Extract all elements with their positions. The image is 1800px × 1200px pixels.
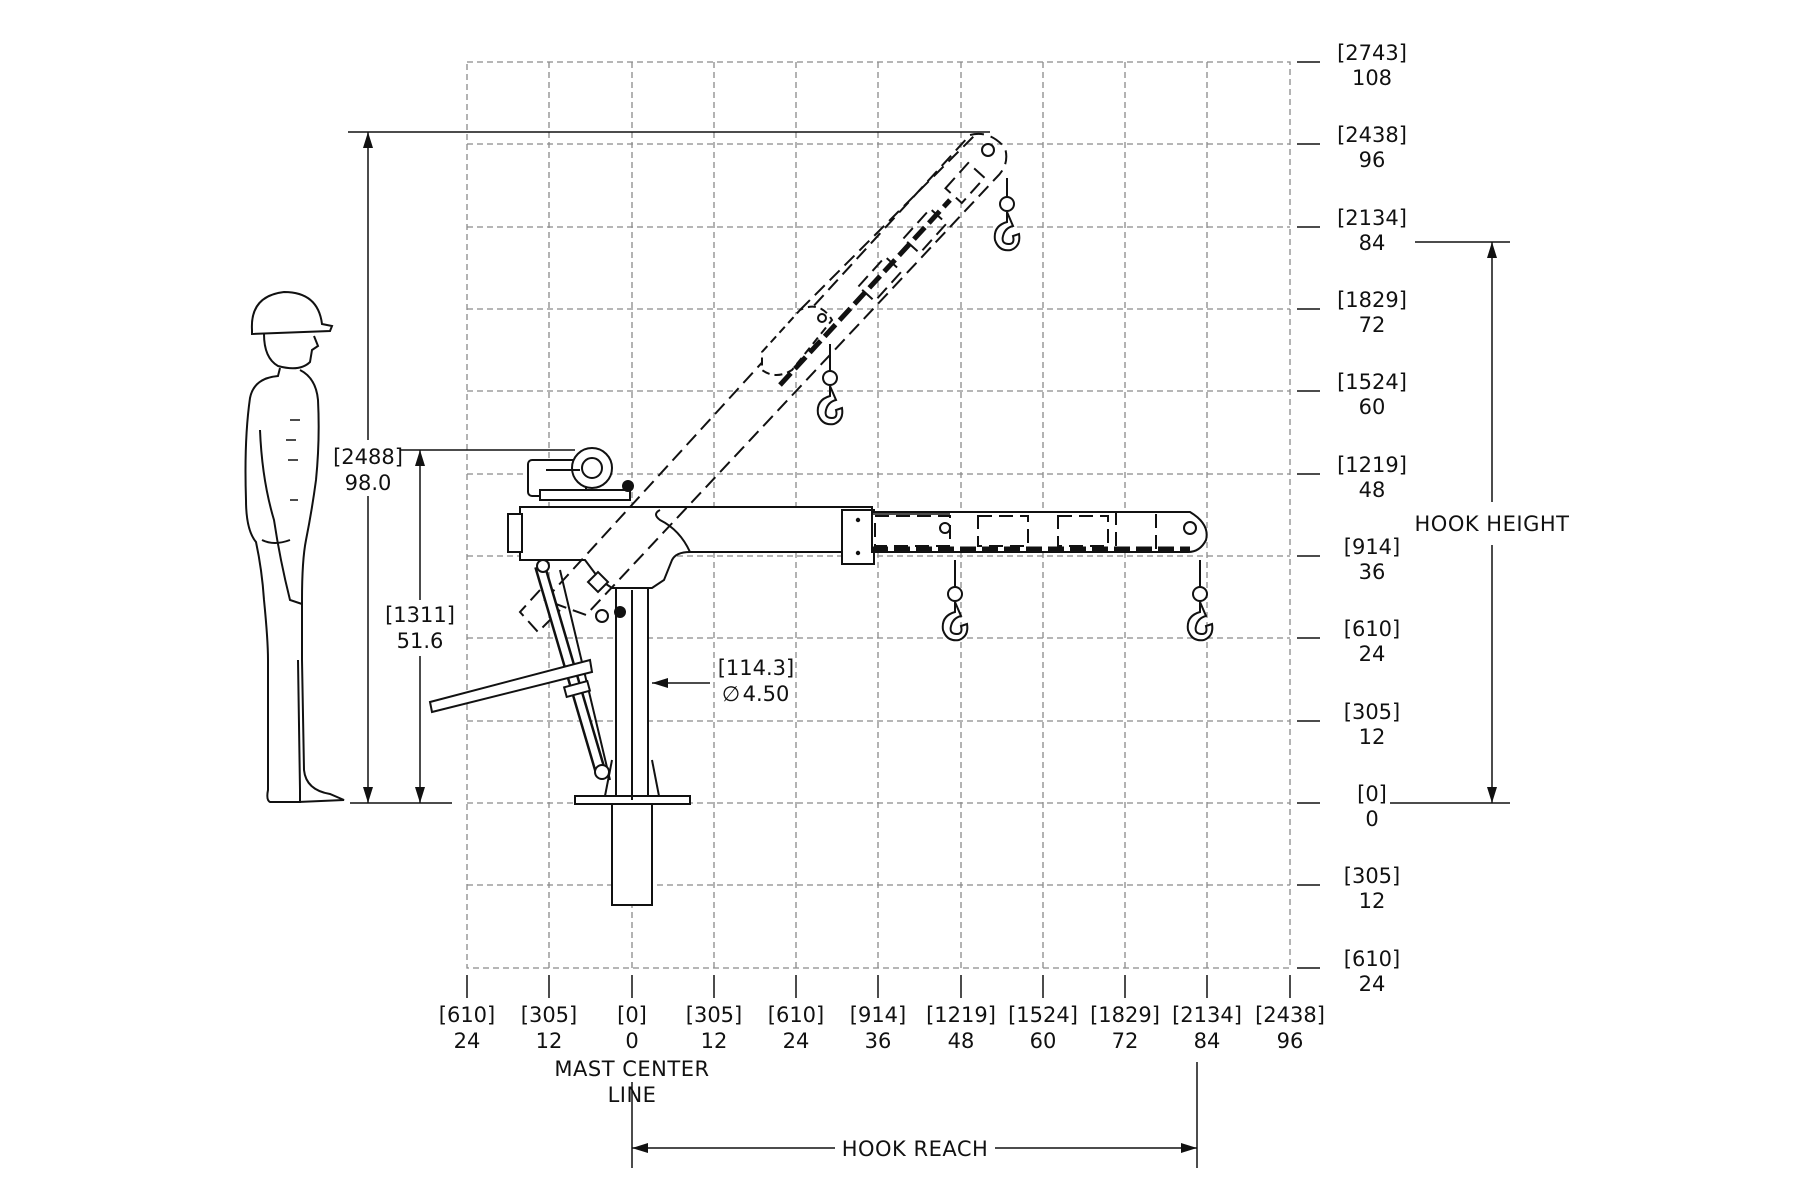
y-label-inch: 96	[1359, 148, 1386, 172]
hook-reach-dimension: HOOK REACH	[631, 1062, 1198, 1168]
y-label-mm: [610]	[1344, 947, 1400, 971]
x-label-mm: [610]	[439, 1003, 495, 1027]
y-label-mm: [2438]	[1337, 123, 1407, 147]
y-label-mm: [610]	[1344, 617, 1400, 641]
crane-boom-horizontal	[507, 506, 1208, 589]
hook-icon	[993, 178, 1021, 252]
crane-mast	[574, 587, 691, 906]
y-label-mm: [2743]	[1337, 41, 1407, 65]
mast-diameter-inch: 4.50	[743, 682, 790, 706]
height-axis-labels: [2743] 108 [2438] 96 [2134] 84 [1829] 72…	[1337, 41, 1407, 996]
y-label-inch: 12	[1359, 725, 1386, 749]
y-label-inch: 72	[1359, 313, 1386, 337]
overall-height-dimension: [2488] 98.0	[333, 131, 990, 804]
hook-height-label: HOOK HEIGHT	[1415, 512, 1570, 536]
y-label-inch: 24	[1359, 972, 1386, 996]
dimension-grid	[466, 61, 1320, 998]
hook-height-dimension: HOOK HEIGHT	[1390, 241, 1570, 804]
hook-icon	[1186, 560, 1214, 642]
y-label-mm: [1219]	[1337, 453, 1407, 477]
x-label-inch: 60	[1030, 1029, 1057, 1053]
reach-axis-labels: [610] 24 [305] 12 [0] 0 [305] 12 [610] 2…	[439, 1003, 1325, 1053]
y-label-mm: [1829]	[1337, 288, 1407, 312]
x-label-inch: 24	[783, 1029, 810, 1053]
overall-height-mm: [2488]	[333, 445, 403, 469]
mast-diameter-mm: [114.3]	[718, 656, 795, 680]
y-label-mm: [914]	[1344, 535, 1400, 559]
x-label-mm: [610]	[768, 1003, 824, 1027]
x-label-mm: [0]	[617, 1003, 647, 1027]
winch-drum	[527, 447, 634, 501]
x-label-inch: 48	[948, 1029, 975, 1053]
x-label-mm: [2438]	[1255, 1003, 1325, 1027]
x-label-mm: [1829]	[1090, 1003, 1160, 1027]
x-label-inch: 24	[454, 1029, 481, 1053]
y-label-inch: 0	[1365, 807, 1378, 831]
x-label-inch: 96	[1277, 1029, 1304, 1053]
boom-height-dimension: [1311] 51.6	[385, 450, 455, 803]
y-label-inch: 48	[1359, 478, 1386, 502]
hook-icon	[816, 344, 844, 426]
x-label-inch: 0	[625, 1029, 638, 1053]
y-label-mm: [1524]	[1337, 370, 1407, 394]
x-label-mm: [305]	[521, 1003, 577, 1027]
y-label-mm: [2134]	[1337, 206, 1407, 230]
pump-handle	[428, 658, 594, 714]
mast-diameter-symbol: ∅	[722, 682, 740, 706]
y-label-mm: [305]	[1344, 700, 1400, 724]
y-label-inch: 36	[1359, 560, 1386, 584]
person-scale-figure	[244, 290, 345, 803]
hook-icon	[941, 560, 969, 642]
x-label-mm: [305]	[686, 1003, 742, 1027]
boom-height-inch: 51.6	[397, 629, 444, 653]
y-label-inch: 24	[1359, 642, 1386, 666]
crane-boom-raised	[518, 132, 1008, 634]
y-label-inch: 108	[1352, 66, 1392, 90]
hook-reach-label: HOOK REACH	[842, 1137, 989, 1161]
mast-diameter-callout: [114.3] ∅ 4.50	[652, 656, 794, 706]
x-label-inch: 72	[1112, 1029, 1139, 1053]
overall-height-inch: 98.0	[345, 471, 392, 495]
y-label-inch: 12	[1359, 889, 1386, 913]
x-label-inch: 36	[865, 1029, 892, 1053]
y-label-inch: 60	[1359, 395, 1386, 419]
y-label-mm: [305]	[1344, 864, 1400, 888]
boom-height-mm: [1311]	[385, 603, 455, 627]
x-label-inch: 12	[536, 1029, 563, 1053]
y-label-inch: 84	[1359, 231, 1386, 255]
x-label-mm: [914]	[850, 1003, 906, 1027]
x-label-inch: 84	[1194, 1029, 1221, 1053]
y-label-mm: [0]	[1357, 782, 1387, 806]
x-label-mm: [1524]	[1008, 1003, 1078, 1027]
x-label-inch: 12	[701, 1029, 728, 1053]
mast-center-line-caption: MAST CENTER	[554, 1057, 709, 1081]
x-label-mm: [2134]	[1172, 1003, 1242, 1027]
x-label-mm: [1219]	[926, 1003, 996, 1027]
